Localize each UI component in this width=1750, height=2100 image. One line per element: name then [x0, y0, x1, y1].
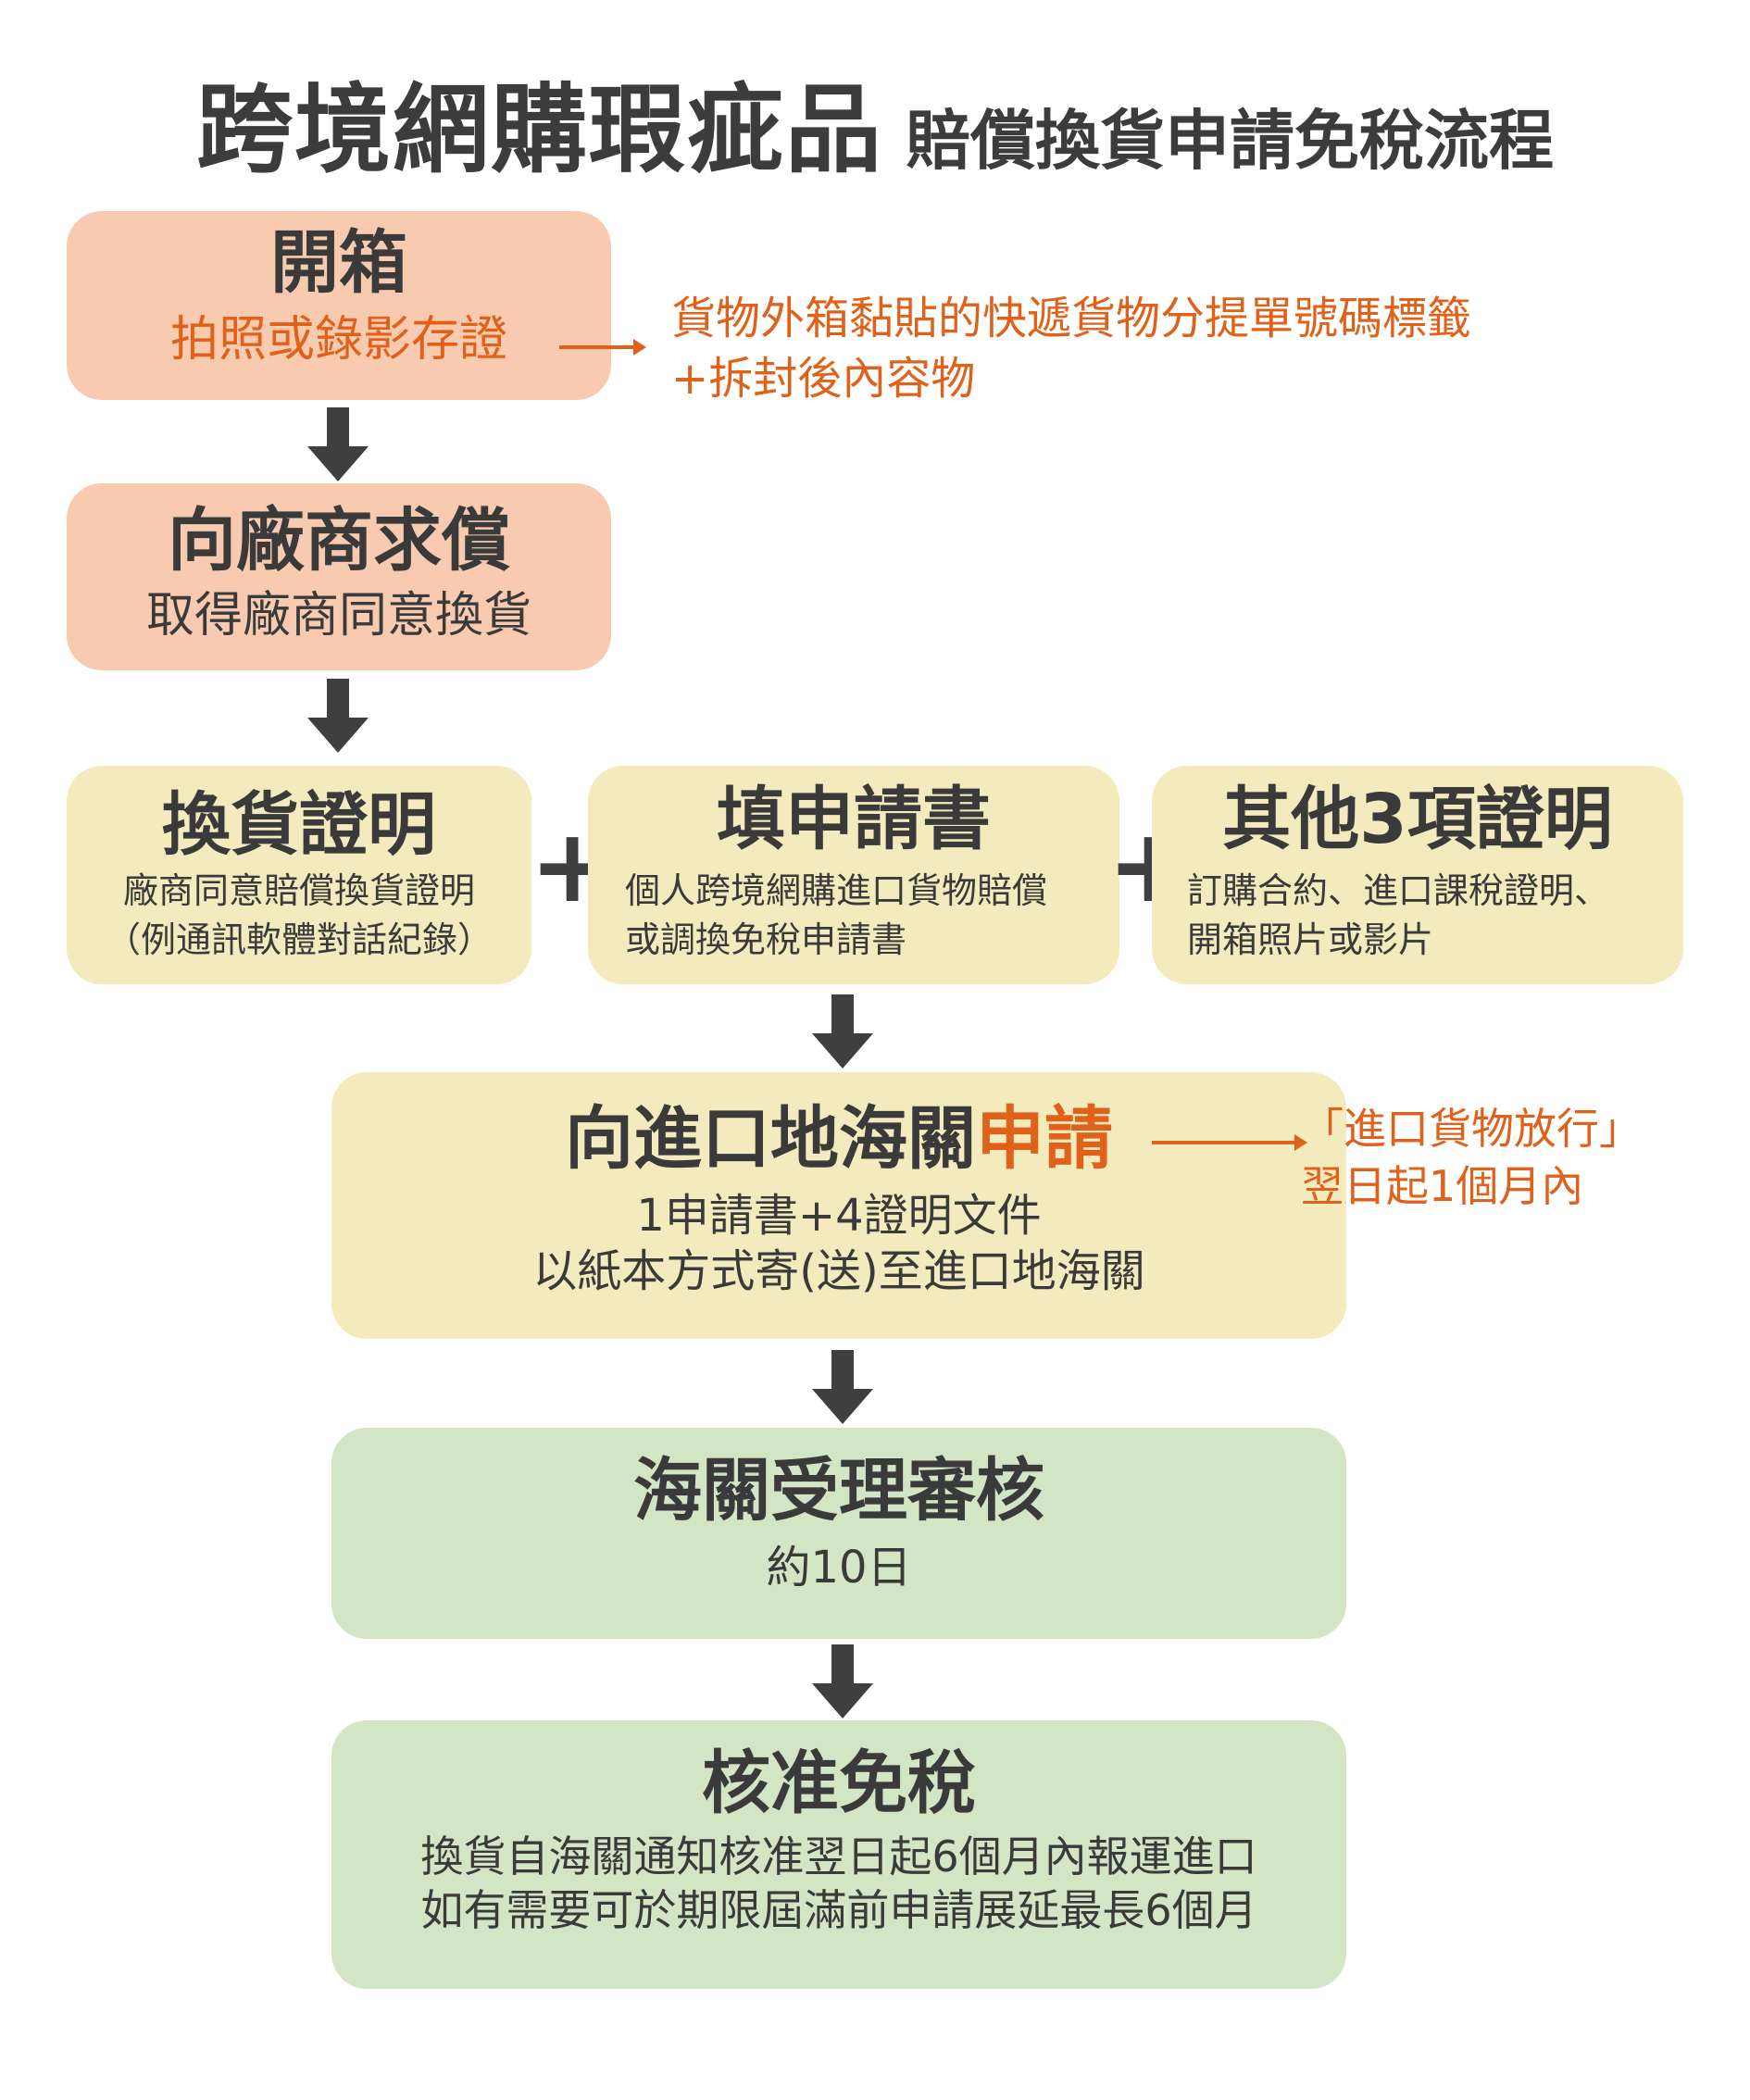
step-open-title: 開箱	[270, 223, 407, 303]
doc-application-form: 填申請書 個人跨境網購進口貨物賠償 或調換免稅申請書	[588, 766, 1119, 984]
step-open-note-line1: 貨物外箱黏貼的快遞貨物分提單號碼標籤	[671, 293, 1472, 344]
arrow-down-icon	[307, 407, 369, 481]
step-approve-exemption: 核准免稅 換貨自海關通知核准翌日起6個月內報運進口 如有需要可於期限屆滿前申請展…	[331, 1720, 1346, 1989]
doc-other-proofs: 其他3項證明 訂購合約、進口課稅證明、 開箱照片或影片	[1152, 766, 1683, 984]
step-claim-subtitle: 取得廠商同意換貨	[145, 588, 531, 644]
step-customs-review: 海關受理審核 約10日	[331, 1428, 1346, 1639]
step-claim-title: 向廠商求償	[168, 501, 510, 581]
step-apply-line1: 1申請書+4證明文件	[636, 1190, 1042, 1243]
arrow-down-icon	[307, 679, 369, 753]
step-apply-note-line1: 「進口貨物放行」	[1301, 1104, 1642, 1154]
doc-form-line2: 或調換免稅申請書	[625, 919, 907, 961]
doc-exchange-title: 換貨證明	[162, 785, 436, 865]
step-review-subtitle: 約10日	[766, 1542, 912, 1594]
doc-exchange-proof: 換貨證明 廠商同意賠償換貨證明 （例通訊軟體對話紀錄）	[67, 766, 531, 984]
doc-exchange-line1: 廠商同意賠償換貨證明	[122, 870, 475, 912]
step-apply-title-prefix: 向進口地海關	[565, 1099, 976, 1179]
plus-icon: +	[530, 806, 616, 925]
step-apply-note-line2: 翌日起1個月內	[1301, 1161, 1584, 1212]
step-approve-line2: 如有需要可於期限屆滿前申請展延最長6個月	[420, 1884, 1257, 1935]
arrow-down-icon	[812, 1350, 873, 1424]
step-open-box: 開箱 拍照或錄影存證	[67, 211, 611, 400]
page-title: 跨境網購瑕疵品賠償換貨申請免稅流程	[0, 51, 1750, 191]
step-open-note-line2: +拆封後內容物	[671, 352, 976, 405]
title-sub: 賠償換貨申請免稅流程	[906, 103, 1554, 179]
step-apply-note: 「進口貨物放行」 翌日起1個月內	[1301, 1100, 1642, 1215]
doc-exchange-line2: （例通訊軟體對話紀錄）	[105, 919, 493, 961]
doc-other-line1: 訂購合約、進口課稅證明、	[1187, 870, 1610, 912]
arrow-right-icon	[1152, 1134, 1307, 1151]
step-approve-line1: 換貨自海關通知核准翌日起6個月內報運進口	[420, 1831, 1257, 1882]
step-apply-title: 向進口地海關申請	[331, 1099, 1346, 1179]
doc-form-title: 填申請書	[717, 780, 991, 859]
step-apply-line2: 以紙本方式寄(送)至進口地海關	[532, 1245, 1145, 1298]
step-review-title: 海關受理審核	[633, 1451, 1044, 1531]
arrow-down-icon	[812, 1644, 873, 1719]
step-approve-title: 核准免稅	[702, 1744, 976, 1823]
step-apply-title-highlight: 申請	[976, 1099, 1113, 1179]
arrow-right-icon	[559, 339, 646, 356]
title-main: 跨境網購瑕疵品	[195, 73, 883, 186]
doc-other-line2: 開箱照片或影片	[1187, 919, 1434, 961]
step-apply-customs: 向進口地海關申請 1申請書+4證明文件 以紙本方式寄(送)至進口地海關	[331, 1072, 1346, 1339]
doc-form-line1: 個人跨境網購進口貨物賠償	[625, 870, 1048, 912]
step-open-note: 貨物外箱黏貼的快遞貨物分提單號碼標籤 +拆封後內容物	[671, 289, 1471, 409]
step-claim: 向廠商求償 取得廠商同意換貨	[67, 483, 611, 670]
step-open-subtitle: 拍照或錄影存證	[169, 312, 507, 369]
arrow-down-icon	[812, 994, 873, 1069]
doc-other-title: 其他3項證明	[1222, 780, 1613, 859]
